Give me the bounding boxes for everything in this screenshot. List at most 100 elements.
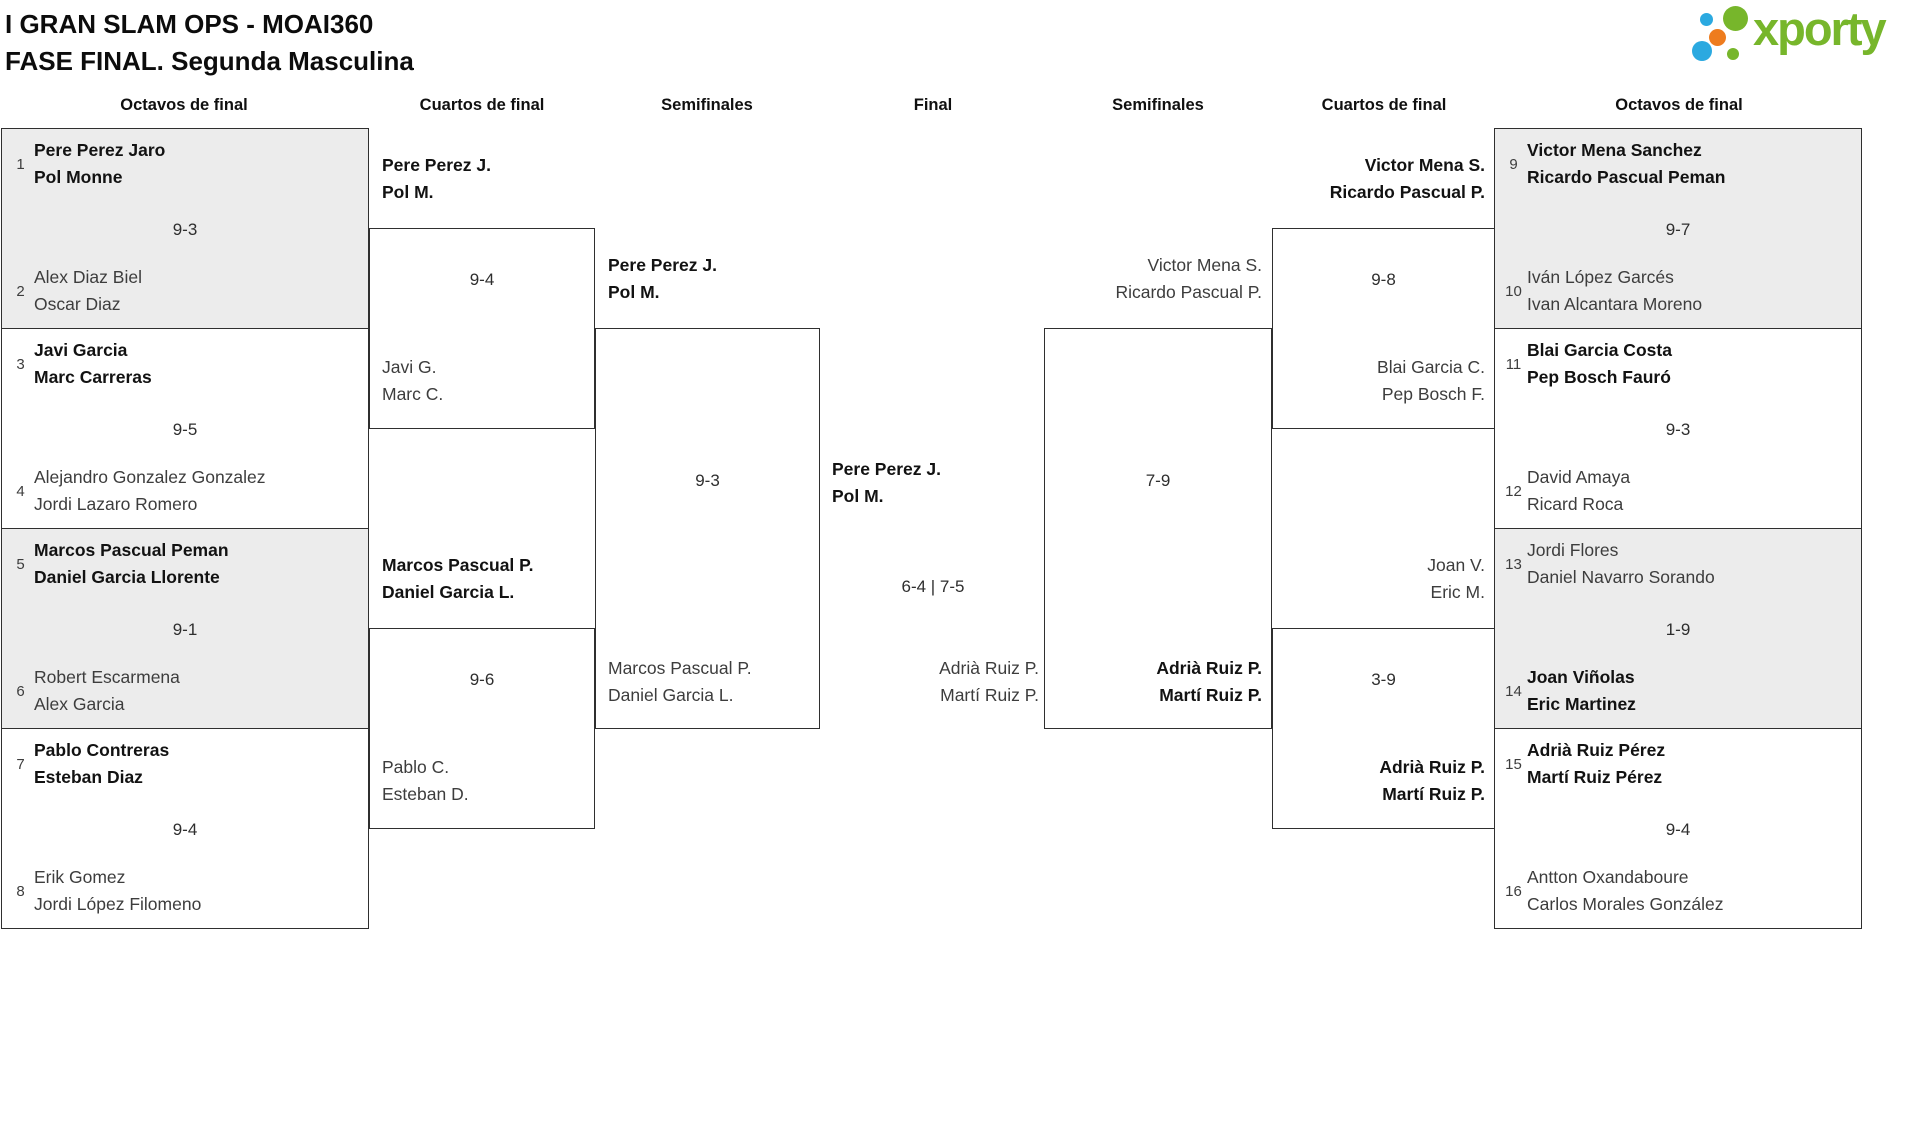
entrant-top: 1 Pere Perez Jaro Pol Monne: [2, 137, 368, 191]
match-r16-left-4[interactable]: 7 Pablo Contreras Esteban Diaz 9-4 8 Eri…: [1, 728, 369, 929]
match-score: 9-3: [172, 220, 198, 239]
team-name: Javi G.: [382, 357, 437, 377]
team-name: Victor Mena S.: [1364, 155, 1485, 175]
player-name: Ivan Alcantara Moreno: [1527, 294, 1703, 314]
match-score: 6-4 | 7-5: [901, 577, 965, 596]
entrant-bottom: 2 Alex Diaz Biel Oscar Diaz: [2, 264, 368, 318]
player-name: Blai Garcia Costa: [1527, 340, 1672, 360]
player-name: Esteban Diaz: [34, 767, 143, 787]
seed-number: 9: [1509, 155, 1518, 173]
team-name: Eric M.: [1430, 582, 1485, 602]
tournament-name: I GRAN SLAM OPS - MOAI360: [5, 9, 374, 39]
player-name: Ricard Roca: [1527, 494, 1624, 514]
entrant-bottom: 16 Antton Oxandaboure Carlos Morales Gon…: [1495, 864, 1861, 918]
player-name: Antton Oxandaboure: [1527, 867, 1689, 887]
team-name: Joan V.: [1427, 555, 1485, 575]
match-score: 9-4: [469, 270, 495, 289]
match-r16-right-3[interactable]: 13 Jordi Flores Daniel Navarro Sorando 1…: [1494, 528, 1862, 729]
entrant-top: 15 Adrià Ruiz Pérez Martí Ruiz Pérez: [1495, 737, 1861, 791]
team-name: Marcos Pascual P.: [382, 555, 534, 575]
player-name: Javi Garcia: [34, 340, 128, 360]
entrant-top: 7 Pablo Contreras Esteban Diaz: [2, 737, 368, 791]
match-r16-left-1[interactable]: 1 Pere Perez Jaro Pol Monne 9-3 2 Alex D…: [1, 128, 369, 329]
player-name: Pol Monne: [34, 167, 123, 187]
team-name: Blai Garcia C.: [1377, 357, 1485, 377]
match-score: 3-9: [1371, 670, 1396, 689]
seed-number: 15: [1505, 755, 1522, 773]
player-name: Pep Bosch Fauró: [1527, 367, 1671, 387]
match-qf-2[interactable]: Marcos Pascual P. Daniel Garcia L. 9-6 P…: [369, 555, 595, 829]
match-score: 9-7: [1665, 220, 1691, 239]
team-name: Pere Perez J.: [382, 155, 491, 175]
match-qf-1[interactable]: Pere Perez J. Pol M. 9-4 Javi G. Marc C.: [369, 155, 595, 429]
player-name: Ricardo Pascual Peman: [1527, 167, 1726, 187]
match-score: 1-9: [1665, 620, 1691, 639]
player-name: Alex Garcia: [34, 694, 125, 714]
seed-number: 5: [16, 555, 25, 573]
seed-number: 14: [1505, 682, 1522, 700]
team-name: Daniel Garcia L.: [382, 582, 515, 602]
match-qf-3[interactable]: Victor Mena S. Ricardo Pascual P. 9-8 Bl…: [1272, 155, 1495, 429]
logo-dot-icon: [1700, 13, 1713, 26]
round-header-octavos-left: Octavos de final: [120, 96, 248, 114]
match-r16-right-2[interactable]: 11 Blai Garcia Costa Pep Bosch Fauró 9-3…: [1494, 328, 1862, 529]
match-sf-1[interactable]: Pere Perez J. Pol M. 9-3 Marcos Pascual …: [595, 255, 820, 729]
team-name: Pol M.: [382, 182, 434, 202]
team-name: Adrià Ruiz P.: [1156, 658, 1262, 678]
team-name: Pep Bosch F.: [1381, 384, 1485, 404]
team-name: Martí Ruiz P.: [1382, 784, 1485, 804]
seed-number: 4: [16, 482, 25, 500]
round-header-cuartos-right: Cuartos de final: [1321, 96, 1447, 114]
player-name: Jordi López Filomeno: [34, 894, 202, 914]
match-score: 9-1: [172, 620, 198, 639]
match-score: 9-3: [1665, 420, 1691, 439]
xporty-logo[interactable]: xporty: [1686, 2, 1918, 70]
round-header-final: Final: [913, 96, 953, 114]
team-name: Pablo C.: [382, 757, 450, 777]
entrant-bottom: 14 Joan Viñolas Eric Martinez: [1495, 664, 1861, 718]
seed-number: 12: [1505, 482, 1522, 500]
round-header-semis-right: Semifinales: [1112, 96, 1204, 114]
seed-number: 16: [1505, 882, 1522, 900]
player-name: David Amaya: [1527, 467, 1631, 487]
match-r16-left-2[interactable]: 3 Javi Garcia Marc Carreras 9-5 4 Alejan…: [1, 328, 369, 529]
team-name: Pere Perez J.: [832, 459, 941, 479]
logo-dot-icon: [1709, 29, 1726, 46]
team-name: Pol M.: [832, 486, 884, 506]
team-name: Daniel Garcia L.: [608, 685, 734, 705]
player-name: Eric Martinez: [1527, 694, 1636, 714]
team-name: Pol M.: [608, 282, 660, 302]
match-r16-right-1[interactable]: 9 Victor Mena Sanchez Ricardo Pascual Pe…: [1494, 128, 1862, 329]
match-r16-right-4[interactable]: 15 Adrià Ruiz Pérez Martí Ruiz Pérez 9-4…: [1494, 728, 1862, 929]
player-name: Alex Diaz Biel: [34, 267, 142, 287]
player-name: Jordi Flores: [1527, 540, 1619, 560]
entrant-bottom: 4 Alejandro Gonzalez Gonzalez Jordi Laza…: [2, 464, 368, 518]
phase-name: FASE FINAL. Segunda Masculina: [5, 46, 414, 76]
player-name: Robert Escarmena: [34, 667, 180, 687]
seed-number: 7: [16, 755, 25, 773]
logo-dot-icon: [1692, 41, 1712, 61]
match-score: 9-3: [695, 471, 720, 490]
team-name: Marc C.: [382, 384, 444, 404]
team-name: Martí Ruiz P.: [940, 685, 1039, 705]
seed-number: 6: [16, 682, 25, 700]
match-r16-left-3[interactable]: 5 Marcos Pascual Peman Daniel Garcia Llo…: [1, 528, 369, 729]
seed-number: 11: [1505, 355, 1522, 373]
team-name: Ricardo Pascual P.: [1329, 182, 1485, 202]
page-title: I GRAN SLAM OPS - MOAI360 FASE FINAL. Se…: [5, 6, 414, 80]
player-name: Daniel Garcia Llorente: [34, 567, 220, 587]
match-qf-4[interactable]: Joan V. Eric M. 3-9 Adrià Ruiz P. Martí …: [1272, 555, 1495, 829]
logo-dot-icon: [1727, 48, 1739, 60]
entrant-top: 9 Victor Mena Sanchez Ricardo Pascual Pe…: [1495, 137, 1861, 191]
player-name: Iván López Garcés: [1527, 267, 1674, 287]
team-name: Esteban D.: [382, 784, 469, 804]
match-score: 9-5: [172, 420, 198, 439]
team-name: Marcos Pascual P.: [608, 658, 752, 678]
player-name: Carlos Morales González: [1527, 894, 1724, 914]
team-name: Martí Ruiz P.: [1159, 685, 1262, 705]
match-sf-2[interactable]: Victor Mena S. Ricardo Pascual P. 7-9 Ad…: [1044, 255, 1272, 729]
round-header-cuartos-left: Cuartos de final: [419, 96, 545, 114]
player-name: Victor Mena Sanchez: [1527, 140, 1702, 160]
entrant-top: 5 Marcos Pascual Peman Daniel Garcia Llo…: [2, 537, 368, 591]
entrant-bottom: 10 Iván López Garcés Ivan Alcantara More…: [1495, 264, 1861, 318]
